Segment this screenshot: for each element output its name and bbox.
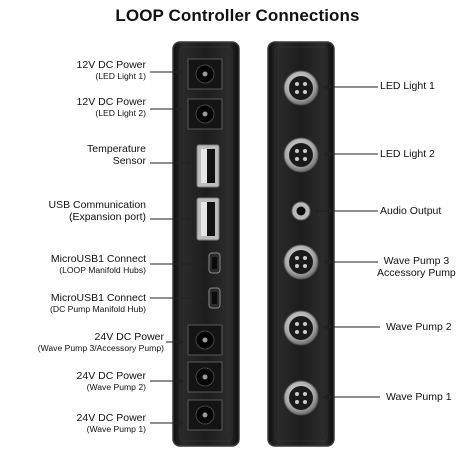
label-24v-pump3: 24V DC Power (Wave Pump 3/Accessory Pump…	[38, 331, 164, 354]
xlr-connector-icon	[283, 380, 319, 416]
dc-power-jack-icon	[187, 324, 223, 356]
label-led-light-1: LED Light 1	[380, 80, 435, 92]
xlr-connector-icon	[283, 137, 319, 173]
xlr-connector-icon	[283, 70, 319, 106]
label-detail: (Wave Pump 3/Accessory Pump)	[37, 343, 164, 353]
micro-usb-port-icon	[208, 287, 221, 309]
label-wave-pump-1: Wave Pump 1	[386, 391, 452, 403]
label-detail: (LOOP Manifold Hubs)	[59, 265, 146, 275]
label-name: Audio Output	[380, 205, 442, 217]
label-name: Wave Pump 1	[386, 391, 452, 403]
label-name: MicroUSB1 Connect	[50, 253, 146, 265]
label-name: LED Light 2	[380, 148, 435, 160]
label-name: Wave Pump 2	[386, 321, 452, 333]
label-wave-pump-2: Wave Pump 2	[386, 321, 452, 333]
label-name: Temperature	[87, 143, 146, 155]
dc-power-jack-icon	[187, 361, 223, 393]
label-name: MicroUSB1 Connect	[50, 292, 146, 304]
audio-jack-icon	[291, 201, 311, 221]
dc-power-jack-icon	[187, 58, 223, 90]
label-12v-led1: 12V DC Power (LED Light 1)	[77, 59, 146, 82]
label-wave-pump-3: Wave Pump 3 Accessory Pump	[377, 255, 456, 279]
xlr-connector-icon	[283, 244, 319, 280]
label-detail: (Expansion port)	[68, 211, 146, 223]
label-name: 24V DC Power	[94, 331, 164, 343]
label-microusb-dc: MicroUSB1 Connect (DC Pump Manifold Hub)	[50, 292, 146, 315]
micro-usb-port-icon	[208, 252, 221, 274]
label-12v-led2: 12V DC Power (LED Light 2)	[77, 96, 146, 119]
label-detail: (DC Pump Manifold Hub)	[50, 304, 146, 314]
label-detail: (LED Light 1)	[95, 71, 146, 81]
label-audio-output: Audio Output	[380, 205, 441, 217]
label-detail: (Wave Pump 2)	[86, 382, 146, 392]
label-usb-communication: USB Communication (Expansion port)	[49, 199, 146, 223]
label-name: USB Communication	[48, 199, 146, 211]
xlr-connector-icon	[283, 310, 319, 346]
label-line2: Accessory Pump	[377, 267, 456, 279]
dc-power-jack-icon	[187, 98, 223, 130]
right-panel	[267, 41, 335, 447]
label-detail: (LED Light 2)	[95, 108, 146, 118]
label-led-light-2: LED Light 2	[380, 148, 435, 160]
dc-power-jack-icon	[187, 399, 223, 431]
label-name: 12V DC Power	[76, 96, 146, 108]
label-line1: Wave Pump 3	[383, 255, 450, 267]
label-microusb-loop: MicroUSB1 Connect (LOOP Manifold Hubs)	[51, 253, 146, 276]
label-detail: Sensor	[112, 155, 146, 167]
label-detail: (Wave Pump 1)	[86, 424, 146, 434]
label-name: 24V DC Power	[76, 370, 146, 382]
label-name: 24V DC Power	[76, 412, 146, 424]
label-24v-pump1: 24V DC Power (Wave Pump 1)	[77, 412, 146, 435]
label-name: 12V DC Power	[76, 59, 146, 71]
label-temperature-sensor: Temperature Sensor	[87, 143, 146, 167]
diagram-title: LOOP Controller Connections	[115, 6, 360, 25]
label-name: LED Light 1	[380, 80, 435, 92]
usb-a-port-icon	[196, 144, 220, 188]
label-24v-pump2: 24V DC Power (Wave Pump 2)	[77, 370, 146, 393]
usb-a-port-icon	[196, 197, 220, 241]
